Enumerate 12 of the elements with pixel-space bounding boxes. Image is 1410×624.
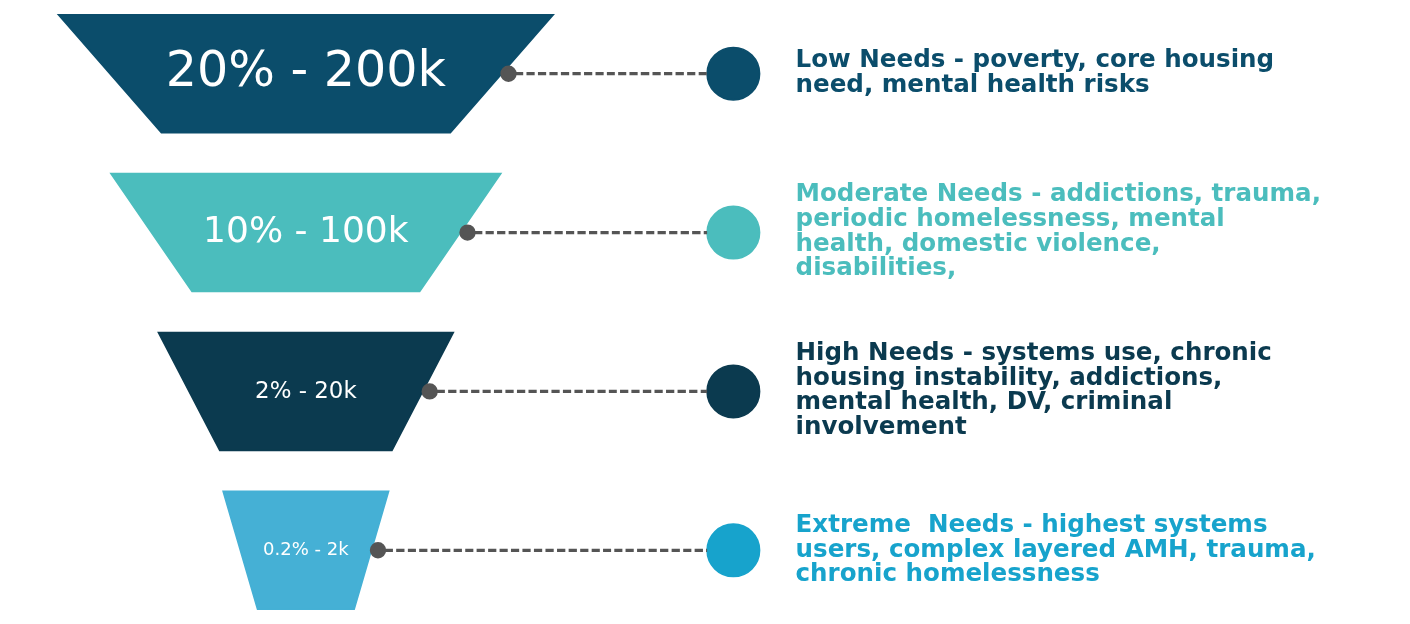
node-circle (705, 46, 760, 101)
connector (458, 224, 707, 241)
node-circle (705, 205, 760, 260)
node-label: Moderate Needs - addictions, trauma, periodic homelessness, mental health, domestic violence, disabilities, (795, 178, 1321, 282)
node-label: High Needs - systems use, chronic housing instability, addictions, mental health, DV, criminal involvement (795, 337, 1272, 441)
connector (499, 65, 707, 82)
node-label: Low Needs - poverty, core housing need, mental health risks (795, 44, 1274, 98)
node-circle (705, 364, 760, 419)
node-label: Extreme Needs - highest systems users, complex layered AMH, trauma, chronic homelessness (795, 509, 1316, 588)
node-circle (705, 523, 760, 578)
connector (369, 542, 707, 559)
connector (421, 383, 707, 400)
